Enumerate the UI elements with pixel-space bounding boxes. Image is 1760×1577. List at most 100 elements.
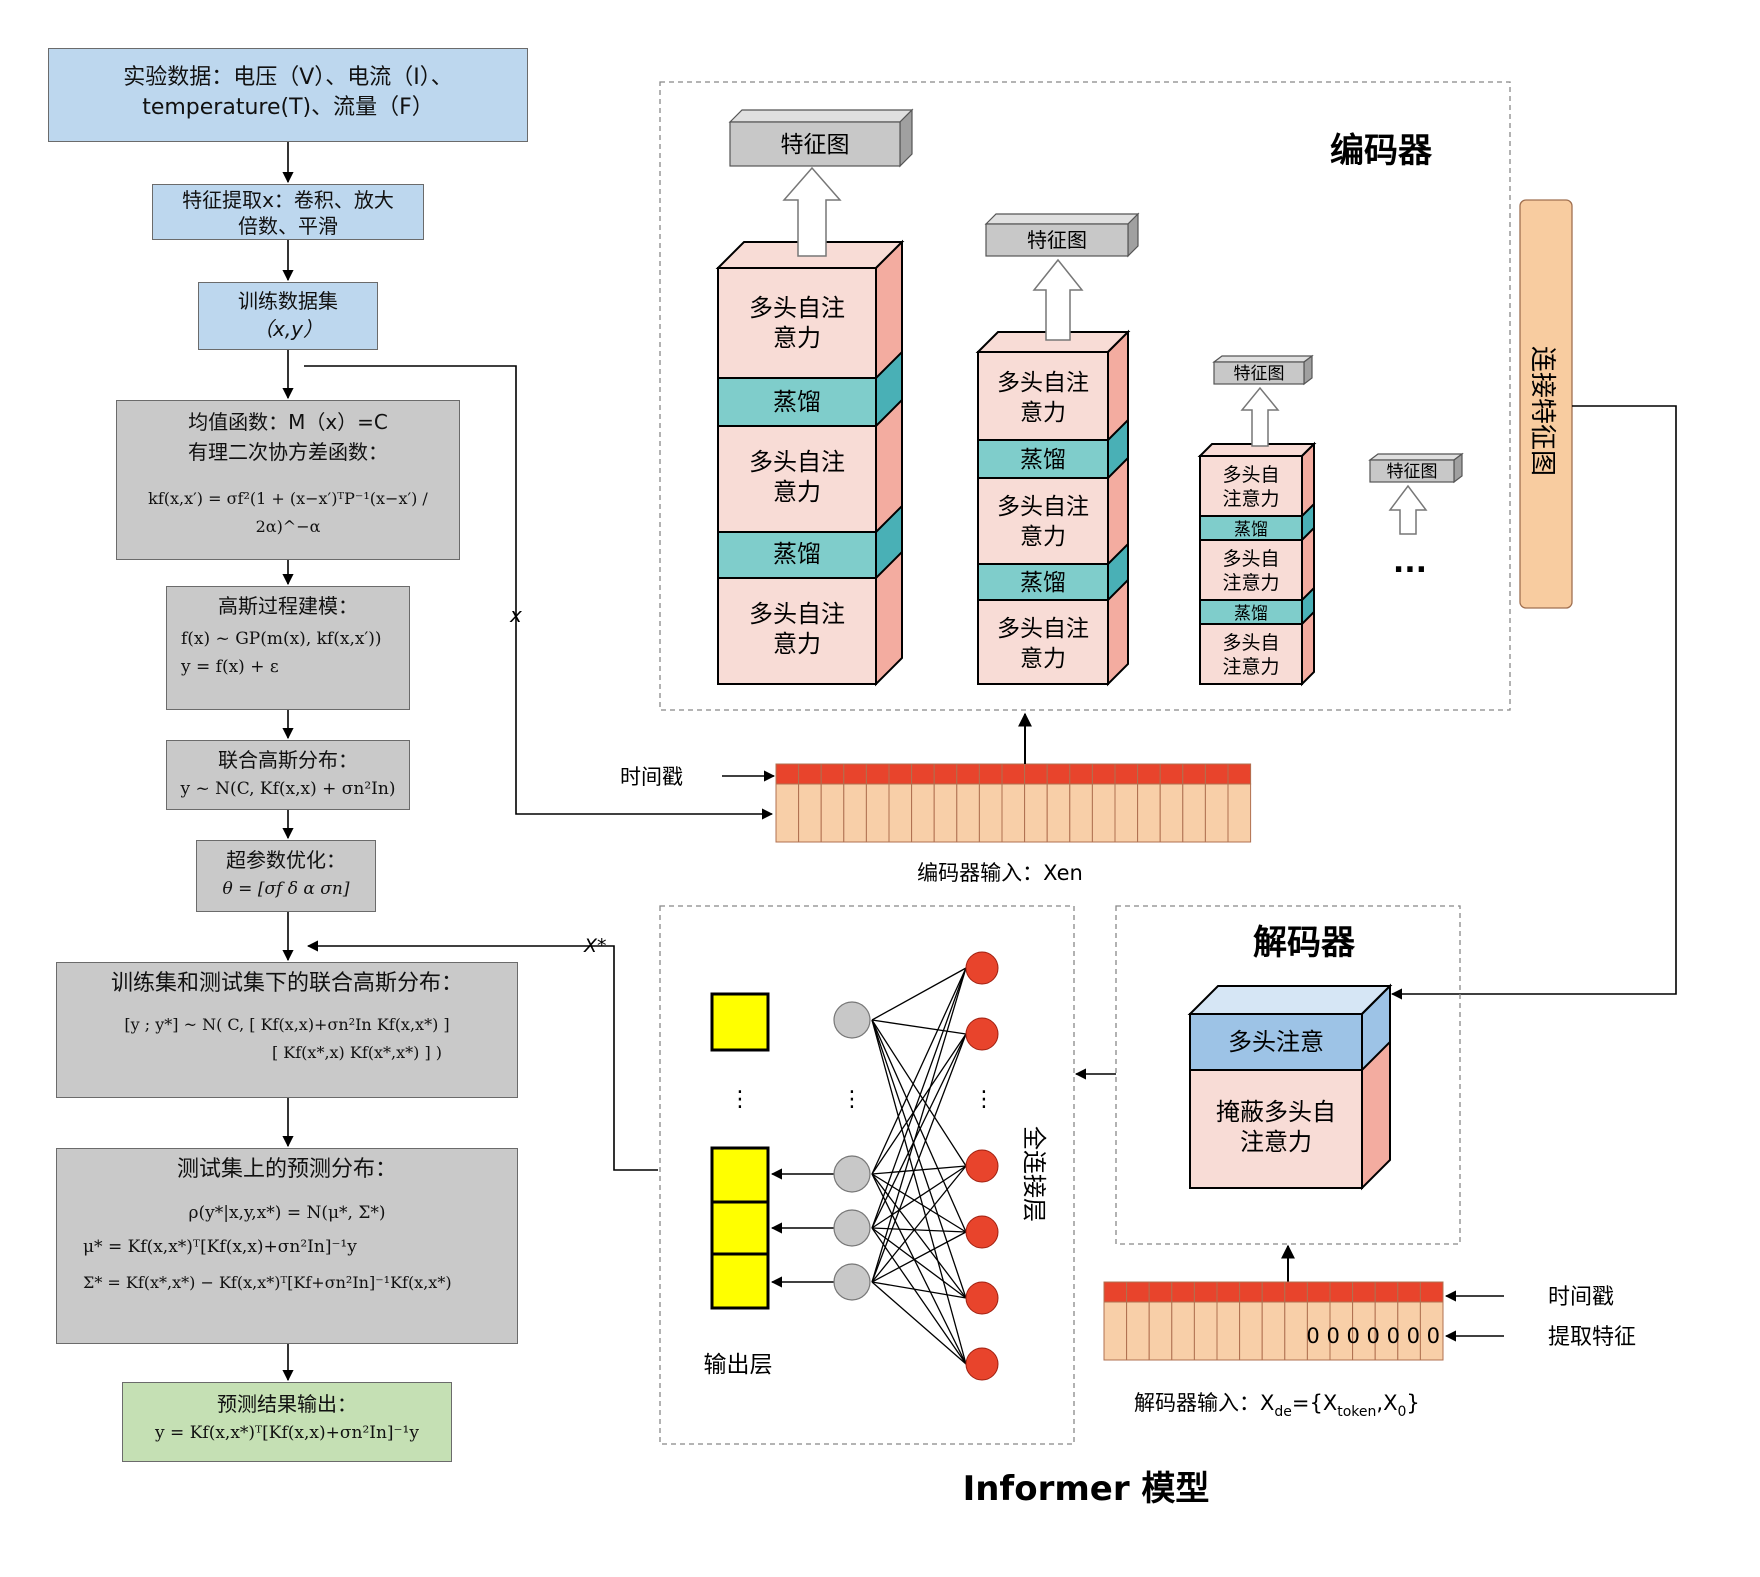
experiment-data-line1: 实验数据：电压（V）、电流（I）、	[123, 65, 453, 90]
train-test-joint-title: 训练集和测试集下的联合高斯分布：	[110, 971, 463, 996]
s2-attn1-l2: 意力	[1020, 400, 1066, 426]
timestamp-cell	[1137, 763, 1161, 785]
timestamp-cell	[1352, 1281, 1376, 1303]
decoder-multihead: 多头注意	[1228, 1028, 1324, 1056]
train-test-formula-2: [ Kf(x*,x) Kf(x*,x*) ] )	[271, 1043, 443, 1062]
fc-connection	[871, 1281, 967, 1299]
fc-connection	[871, 1019, 967, 1035]
fc-connection	[871, 967, 967, 1021]
flow-arrows	[282, 142, 774, 1382]
model-title: Informer 模型	[963, 1469, 1210, 1509]
feature-cell	[1001, 783, 1026, 843]
feature-cell	[798, 783, 822, 843]
prediction-output-formula: y = Kf(x,x*)ᵀ[Kf(x,x)+σn²In]⁻¹y	[155, 1423, 419, 1443]
s1-attn3-l2: 意力	[773, 630, 821, 658]
connect-feature-map-label: 连接特征图	[1527, 346, 1557, 476]
training-set-box: 训练数据集 （x,y）	[198, 282, 378, 350]
prediction-formula-1: ρ(y*|x,y,x*) = N(μ*, Σ*)	[188, 1203, 386, 1223]
s3-feature-map: 特征图	[1234, 364, 1285, 384]
timestamp-cell	[798, 763, 822, 785]
encoder-region	[659, 81, 1511, 711]
hidden-node	[833, 1001, 871, 1039]
fc-connection	[871, 1019, 967, 1167]
feature-extraction-box: 特征提取x：卷积、放大 倍数、平滑	[152, 184, 424, 240]
fc-layer-label: 全连接层	[1020, 1126, 1048, 1222]
feature-cell	[1148, 1301, 1173, 1361]
hidden-node	[833, 1155, 871, 1193]
decoder-masked-l2: 注意力	[1240, 1128, 1312, 1156]
fc-node	[965, 1017, 999, 1051]
s2-distill1: 蒸馏	[1020, 447, 1066, 473]
feature-cell	[888, 783, 913, 843]
s1-attn1-l2: 意力	[773, 324, 821, 352]
x-label: x	[509, 603, 522, 627]
decoder-title: 解码器	[1253, 923, 1356, 963]
timestamp-cell	[1001, 763, 1026, 785]
fc-node	[965, 1215, 999, 1249]
feature-cell	[1182, 783, 1206, 843]
feature-cell	[933, 783, 958, 843]
timestamp-cell	[1103, 1281, 1128, 1303]
feature-cell	[956, 783, 980, 843]
training-set-line2: （x,y）	[252, 317, 324, 341]
s2-attn3-l2: 意力	[1020, 646, 1066, 672]
connect-feature-map-bar	[1519, 199, 1573, 609]
timestamp-cell	[1171, 1281, 1195, 1303]
s2-attn2-l1: 多头自注	[997, 494, 1089, 520]
prediction-formula-3: Σ* = Kf(x*,x*) − Kf(x,x*)ᵀ[Kf+σn²In]⁻¹Kf…	[83, 1273, 452, 1292]
timestamp-cell	[820, 763, 845, 785]
s1-distill1: 蒸馏	[773, 388, 821, 416]
s1-attn3-l1: 多头自注	[749, 600, 845, 628]
feature-cell	[1193, 1301, 1218, 1361]
timestamp-cell	[1193, 1281, 1218, 1303]
experiment-data-box: 实验数据：电压（V）、电流（I）、 temperature(T)、流量（F）	[48, 48, 528, 142]
timestamp-cell	[1306, 1281, 1331, 1303]
feature-cell	[843, 783, 867, 843]
gp-modeling-title: 高斯过程建模：	[218, 594, 358, 618]
timestamp-cell	[1091, 763, 1116, 785]
hyperparameter-box: 超参数优化： θ = [σf δ α σn]	[196, 840, 376, 912]
mean-function-line1: 均值函数：M（x）=C	[188, 410, 388, 434]
encoder-input-cells	[775, 763, 1252, 843]
timestamp-cell	[978, 763, 1003, 785]
timestamp-cell	[1227, 763, 1252, 785]
prediction-distribution-title: 测试集上的预测分布：	[176, 1157, 397, 1182]
encoder-stack-4: 特征图 ...	[1368, 452, 1464, 580]
timestamp-cell	[1159, 763, 1184, 785]
mean-function-box: 均值函数：M（x）=C 有理二次协方差函数： kf(x,x′) = σf²(1 …	[116, 400, 460, 560]
fc-connection	[871, 1231, 967, 1283]
decoder-input-cells	[1103, 1281, 1444, 1361]
fc-connection	[871, 1033, 967, 1283]
fc-node	[965, 1281, 999, 1315]
fc-nodes	[965, 951, 999, 1381]
training-set-line1: 训练数据集	[238, 289, 338, 313]
fc-node	[965, 1149, 999, 1183]
timestamp-cell	[911, 763, 935, 785]
timestamp-cell	[1046, 763, 1071, 785]
feature-cell	[1284, 1301, 1308, 1361]
joint-gaussian-title: 联合高斯分布：	[218, 748, 358, 772]
output-cell-stack	[710, 1146, 770, 1310]
prediction-output-box: 预测结果输出： y = Kf(x,x*)ᵀ[Kf(x,x)+σn²In]⁻¹y	[122, 1382, 452, 1462]
s3-attn2-l2: 注意力	[1222, 572, 1279, 594]
encoder-stack-3: 多头自 注意力 蒸馏 多头自 注意力 蒸馏 多头自 注意力 特征图	[1197, 354, 1317, 687]
s1-attn1-l1: 多头自注	[749, 294, 845, 322]
timestamp-cell	[1329, 1281, 1354, 1303]
timestamp-cell	[1239, 1281, 1263, 1303]
output-region	[659, 905, 1075, 1445]
s1-distill2: 蒸馏	[773, 540, 821, 568]
gp-formula-1: f(x) ~ GP(m(x), kf(x,x′))	[181, 629, 382, 649]
timestamp-cell	[1261, 1281, 1286, 1303]
fc-connection	[871, 1165, 967, 1175]
feature-cell	[1204, 783, 1229, 843]
fc-connection	[871, 1173, 967, 1365]
feature-cell	[865, 783, 890, 843]
s1-feature-map: 特征图	[781, 132, 850, 158]
decoder-input-caption: 解码器输入：Xde={Xtoken,X0}	[1134, 1391, 1420, 1420]
hidden-dots: ⋮	[841, 1087, 863, 1112]
feature-cell	[1261, 1301, 1286, 1361]
timestamp-cell	[865, 763, 890, 785]
hidden-nodes	[833, 1001, 871, 1301]
timestamp-cell	[1374, 1281, 1399, 1303]
fc-connection	[871, 1033, 967, 1175]
